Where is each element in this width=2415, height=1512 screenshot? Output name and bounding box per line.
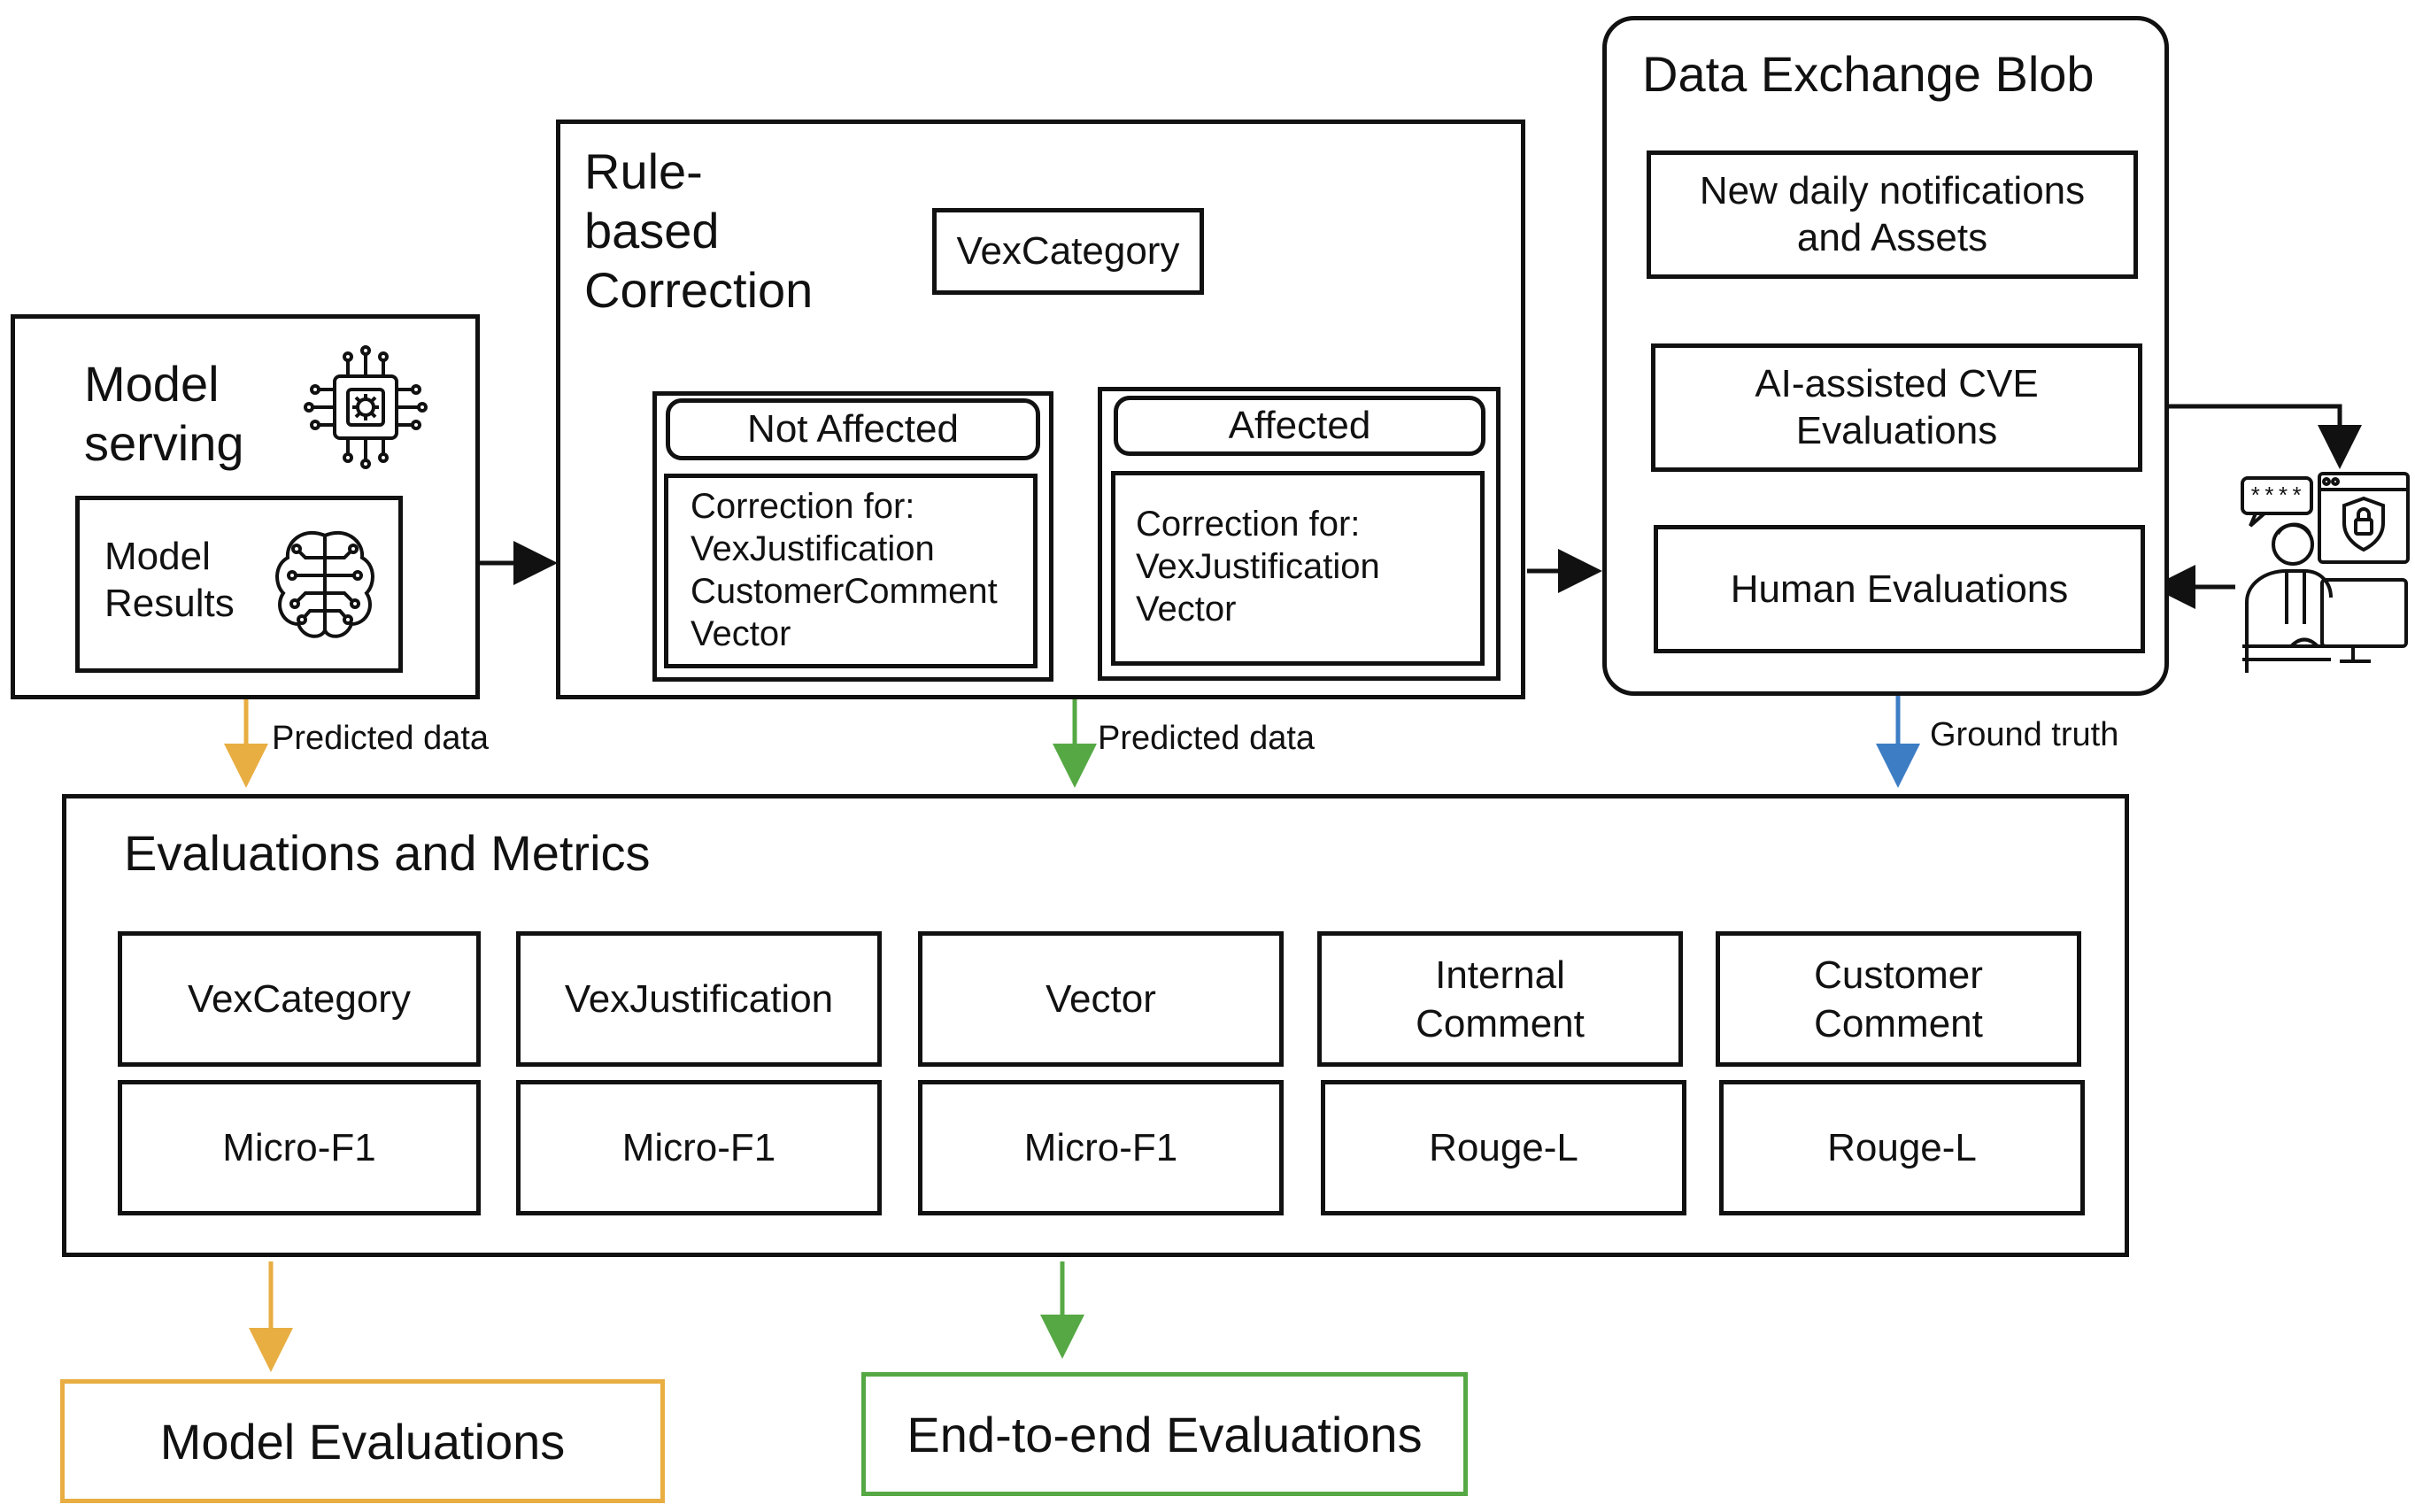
end-to-end-evaluations-box: End-to-end Evaluations — [861, 1372, 1468, 1496]
affected-corrections-box — [1111, 471, 1485, 666]
blob-item-notifications: New daily notifications and Assets — [1647, 150, 2138, 279]
model-results-box — [75, 496, 403, 673]
field-vexcategory: VexCategory — [118, 931, 481, 1067]
field-vexjustification: VexJustification — [516, 931, 882, 1067]
affected-corrections: Correction for: VexJustification Vector — [1136, 505, 1380, 629]
vex-category-node: VexCategory — [932, 208, 1204, 295]
predicted-data-label-left: Predicted data — [272, 720, 490, 757]
not-affected-corrections-box — [664, 474, 1038, 668]
field-customer-comment: Customer Comment — [1716, 931, 2081, 1067]
not-affected-corrections: Correction for: VexJustification Custome… — [691, 487, 998, 653]
person-at-computer-icon: **** — [2241, 472, 2410, 673]
evaluations-title: Evaluations and Metrics — [124, 825, 651, 881]
field-vector: Vector — [918, 931, 1284, 1067]
blob-item-human-evaluations: Human Evaluations — [1654, 525, 2145, 653]
metric-vector: Micro-F1 — [918, 1080, 1284, 1215]
svg-text:****: **** — [2249, 484, 2303, 511]
not-affected-label: Not Affected — [666, 398, 1040, 460]
field-internal-comment: Internal Comment — [1317, 931, 1683, 1067]
metric-vexjustification: Micro-F1 — [516, 1080, 882, 1215]
ai-chip-icon — [304, 345, 428, 469]
rule-based-title: Rule- based Correction — [584, 143, 814, 319]
blob-item-ai-assisted: AI-assisted CVE Evaluations — [1651, 343, 2142, 472]
metric-internal-comment: Rouge-L — [1321, 1080, 1686, 1215]
ground-truth-label: Ground truth — [1930, 716, 2119, 753]
affected-label: Affected — [1114, 396, 1485, 456]
blob-title: Data Exchange Blob — [1642, 46, 2095, 102]
predicted-data-label-mid: Predicted data — [1098, 720, 1316, 757]
model-evaluations-box: Model Evaluations — [60, 1379, 665, 1503]
model-serving-title: Model serving — [84, 356, 244, 472]
metric-vexcategory: Micro-F1 — [118, 1080, 481, 1215]
metric-customer-comment: Rouge-L — [1719, 1080, 2085, 1215]
arrow-ai-to-person — [2142, 404, 2362, 469]
brain-icon — [275, 530, 374, 638]
model-results-label: Model Results — [104, 535, 235, 625]
